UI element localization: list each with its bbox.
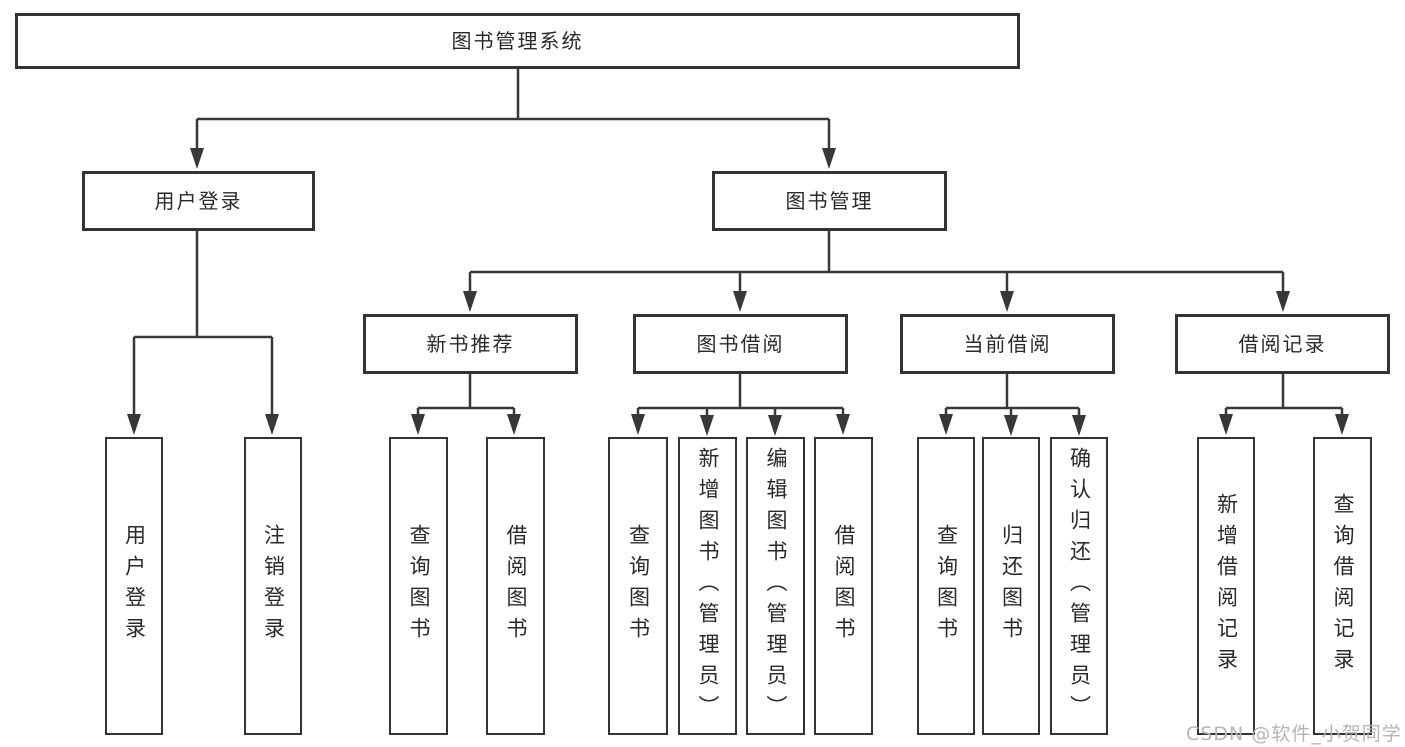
node-leaf-rec-borrow-books: 借阅图书 <box>486 437 545 735</box>
node-label-book-mgmt: 图书管理 <box>785 189 874 213</box>
node-leaf-cb-return-books: 归还图书 <box>982 437 1040 735</box>
edge-lines <box>132 69 1344 432</box>
node-label-leaf-bb-query-books: 查询图书 <box>626 524 651 648</box>
node-label-leaf-rec-query-books: 查询图书 <box>407 524 431 648</box>
node-leaf-br-query-record: 查询借阅记录 <box>1313 437 1372 735</box>
node-leaf-cb-query-books: 查询图书 <box>917 437 975 735</box>
node-label-leaf-logout: 注销登录 <box>261 524 286 648</box>
node-leaf-user-login: 用户登录 <box>105 437 163 735</box>
node-label-leaf-rec-borrow-books: 借阅图书 <box>504 524 528 648</box>
node-label-leaf-cb-confirm-return: 确认归还（管理员） <box>1067 446 1092 726</box>
node-label-leaf-br-add-record: 新增借阅记录 <box>1214 493 1239 679</box>
node-label-new-book-rec: 新书推荐 <box>426 332 515 356</box>
node-label-leaf-bb-add-books: 新增图书（管理员） <box>696 446 720 726</box>
node-leaf-bb-add-books: 新增图书（管理员） <box>678 437 737 735</box>
node-leaf-br-add-record: 新增借阅记录 <box>1197 437 1255 735</box>
node-label-leaf-user-login: 用户登录 <box>122 524 147 648</box>
node-book-mgmt: 图书管理 <box>712 171 947 231</box>
node-leaf-rec-query-books: 查询图书 <box>389 437 448 735</box>
node-leaf-bb-borrow-books: 借阅图书 <box>814 437 873 735</box>
node-leaf-cb-confirm-return: 确认归还（管理员） <box>1050 437 1108 735</box>
node-label-leaf-bb-edit-books: 编辑图书（管理员） <box>764 446 788 726</box>
node-label-user-login: 用户登录 <box>154 189 243 213</box>
node-new-book-rec: 新书推荐 <box>363 314 578 374</box>
node-current-borrow: 当前借阅 <box>900 314 1115 374</box>
node-leaf-logout: 注销登录 <box>244 437 302 735</box>
node-label-current-borrow: 当前借阅 <box>963 332 1052 356</box>
node-label-borrow-records: 借阅记录 <box>1238 332 1327 356</box>
node-label-leaf-cb-query-books: 查询图书 <box>934 524 959 648</box>
node-label-leaf-cb-return-books: 归还图书 <box>999 524 1024 648</box>
arrowhead-icon <box>127 148 1349 436</box>
node-label-leaf-br-query-record: 查询借阅记录 <box>1331 493 1355 679</box>
node-user-login: 用户登录 <box>82 171 315 231</box>
node-label-book-borrow: 图书借阅 <box>696 332 785 356</box>
watermark-text: CSDN @软件_小贺同学 <box>1186 723 1402 745</box>
node-leaf-bb-query-books: 查询图书 <box>608 437 668 735</box>
node-book-borrow: 图书借阅 <box>633 314 848 374</box>
node-borrow-records: 借阅记录 <box>1175 314 1390 374</box>
node-root: 图书管理系统 <box>15 13 1020 69</box>
node-label-leaf-bb-borrow-books: 借阅图书 <box>832 524 856 648</box>
node-leaf-bb-edit-books: 编辑图书（管理员） <box>746 437 805 735</box>
node-label-root: 图书管理系统 <box>451 29 584 53</box>
